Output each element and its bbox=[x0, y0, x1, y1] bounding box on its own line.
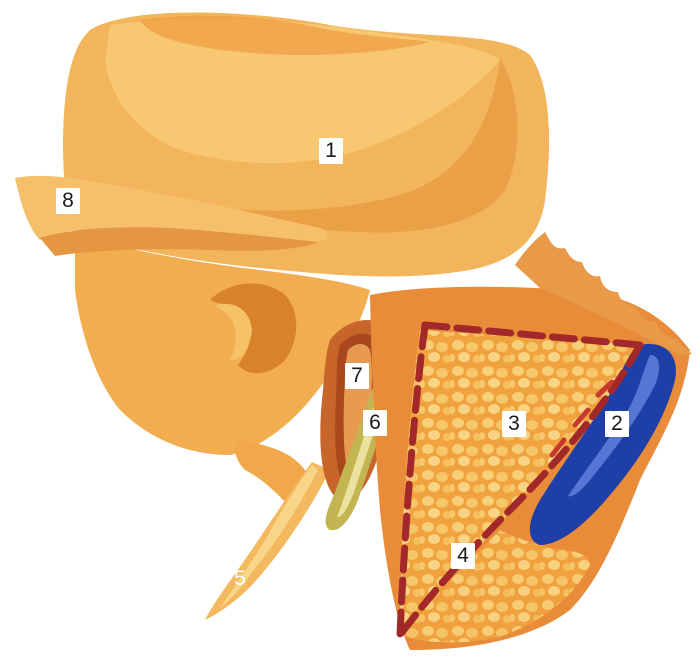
label-6: 6 bbox=[363, 410, 387, 436]
label-7: 7 bbox=[345, 363, 369, 389]
label-2: 2 bbox=[605, 411, 629, 437]
label-1: 1 bbox=[319, 138, 343, 164]
label-3: 3 bbox=[502, 411, 526, 437]
label-8: 8 bbox=[56, 188, 80, 214]
label-5: 5 bbox=[228, 566, 252, 592]
label-4: 4 bbox=[451, 543, 475, 569]
